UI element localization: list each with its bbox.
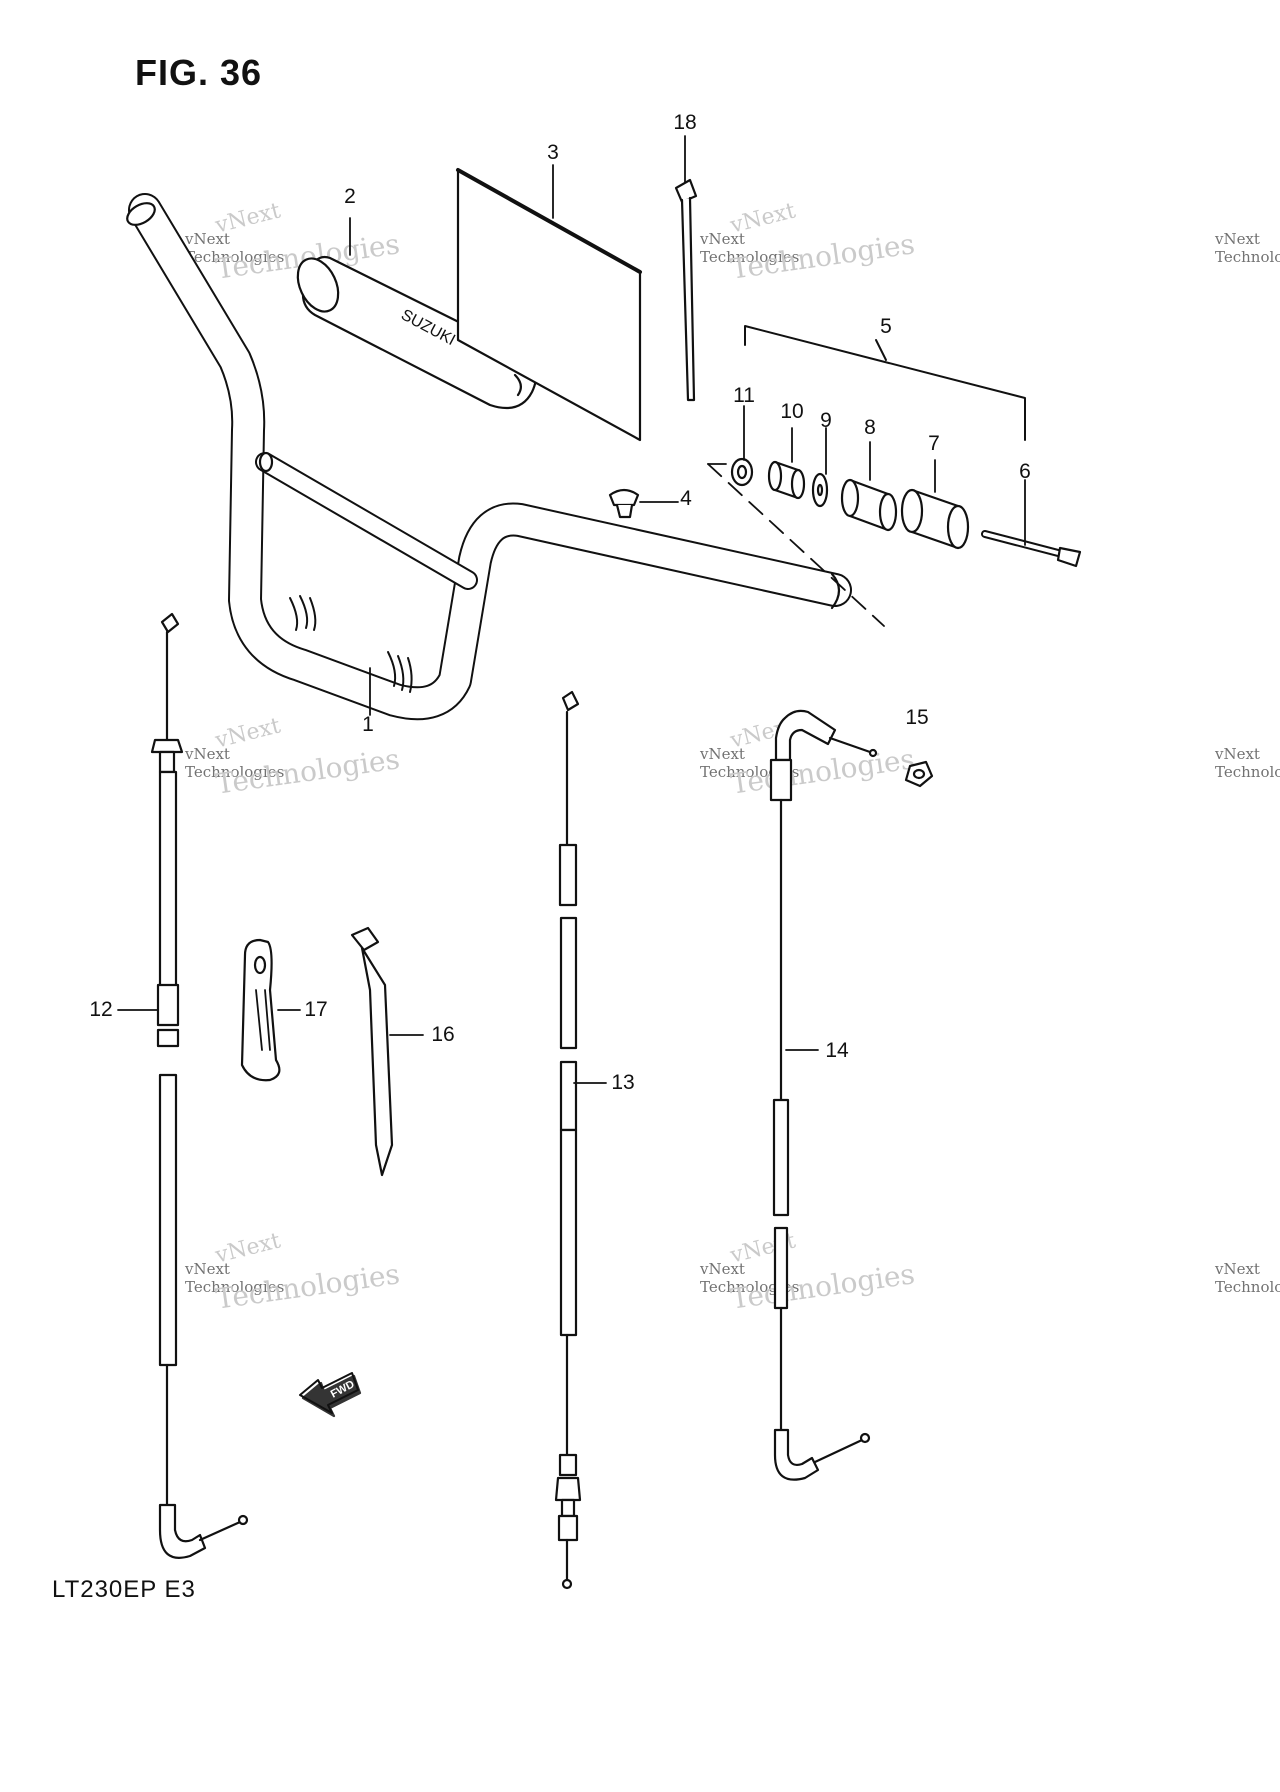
assembly-guide-lines (707, 463, 885, 627)
callout-3: 3 (547, 141, 559, 164)
cable-13 (554, 690, 582, 1590)
callout-15: 15 (905, 706, 929, 729)
callout-6: 6 (1019, 460, 1031, 483)
callout-8: 8 (864, 416, 876, 439)
model-code: LT230EP E3 (52, 1576, 196, 1603)
callout-5: 5 (880, 315, 892, 338)
callout-11: 11 (733, 384, 755, 407)
callout-7: 7 (928, 432, 940, 455)
nut (904, 760, 934, 788)
part-17 (240, 938, 281, 1082)
callout-16: 16 (431, 1023, 455, 1046)
callout-1: 1 (362, 713, 374, 736)
handlebar (126, 193, 852, 721)
cable-14 (769, 709, 878, 1481)
part-11 (730, 457, 754, 487)
callout-12: 12 (89, 998, 113, 1021)
callout-18: 18 (673, 111, 697, 134)
assembly-bracket (744, 325, 1026, 441)
figure-title: FIG. 36 (135, 52, 263, 93)
callout-4: 4 (680, 487, 692, 510)
part-10 (767, 460, 806, 500)
cable-12 (150, 612, 249, 1559)
grip-plug (608, 488, 640, 519)
callout-14: 14 (825, 1039, 849, 1062)
protector-sheet (456, 168, 642, 442)
callout-2: 2 (344, 185, 356, 208)
callout-17: 17 (304, 998, 328, 1021)
part-16 (350, 926, 394, 1177)
fwd-arrow-icon: FWD (299, 1372, 362, 1418)
leader-lines (117, 135, 1026, 1084)
cable-tie (674, 178, 698, 402)
part-9 (811, 472, 829, 508)
callout-9: 9 (820, 409, 832, 432)
bolt (981, 530, 1082, 568)
callout-13: 13 (611, 1071, 635, 1094)
part-8 (840, 478, 898, 532)
callout-10: 10 (780, 400, 804, 423)
part-7 (900, 488, 970, 550)
